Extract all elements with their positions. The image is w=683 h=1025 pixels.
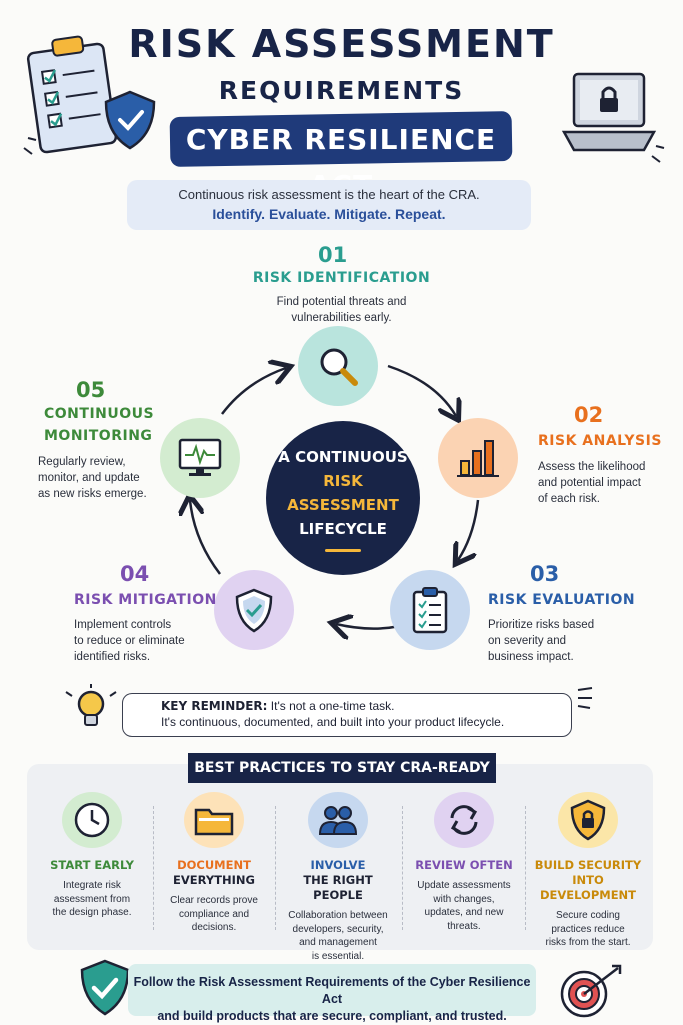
step-4-number: 04 — [120, 562, 150, 586]
monitor-heartbeat-icon — [178, 438, 222, 476]
step-1-desc-1: Find potential threats and — [276, 296, 407, 308]
step-5-desc-3: as new risks emerge. — [38, 488, 147, 500]
clock-icon — [62, 792, 122, 848]
page-subtitle: REQUIREMENTS — [218, 76, 465, 105]
step-2-desc-1: Assess the likelihood — [538, 461, 646, 473]
bp-1-desc-1: Integrate risk — [63, 880, 121, 891]
divider — [402, 806, 403, 930]
bp-3-desc-2: developers, security, — [292, 923, 384, 935]
bp-3-desc-4: is essential. — [311, 950, 365, 962]
footer-line-2: and build products that are secure, comp… — [157, 1009, 507, 1023]
shield-check-icon — [78, 958, 132, 1023]
step-2-number: 02 — [574, 403, 604, 427]
refresh-icon — [434, 792, 494, 848]
step-4-title: RISK MITIGATION — [74, 592, 217, 608]
step-5-desc-2: monitor, and update — [38, 472, 140, 484]
lightbulb-icon — [64, 682, 118, 741]
center-line-1: A CONTINUOUS — [278, 447, 408, 466]
target-icon — [556, 962, 628, 1025]
footer-line-1: Follow the Risk Assessment Requirements … — [133, 975, 531, 1006]
bp-2-desc-3: decisions. — [191, 922, 237, 933]
step-5-circle — [160, 418, 240, 498]
intro-box: Continuous risk assessment is the heart … — [127, 180, 531, 230]
bp-3-title-1: INVOLVE — [310, 858, 366, 872]
best-practice-review-often: REVIEW OFTEN Update assessments with cha… — [404, 792, 524, 933]
step-3-title: RISK EVALUATION — [488, 592, 636, 608]
step-4-desc-1: Implement controls — [74, 619, 172, 631]
step-4-desc-3: identified risks. — [74, 651, 151, 663]
people-icon — [308, 792, 368, 848]
bp-2-desc-2: compliance and — [178, 908, 250, 920]
bp-4-desc-1: Update assessments — [417, 880, 511, 891]
step-3-desc-1: Prioritize risks based — [488, 619, 595, 631]
best-practice-involve-people: INVOLVE THE RIGHT PEOPLE Collaboration b… — [278, 792, 398, 963]
intro-line-1: Continuous risk assessment is the heart … — [178, 187, 480, 202]
step-2-title: RISK ANALYSIS — [538, 433, 662, 449]
bp-4-desc-4: threats. — [447, 920, 481, 932]
bp-5-desc-3: risks from the start. — [545, 937, 631, 948]
best-practice-start-early: START EARLY Integrate risk assessment fr… — [32, 792, 152, 920]
bp-4-desc-3: updates, and new — [424, 907, 504, 918]
intro-line-2: Identify. Evaluate. Mitigate. Repeat. — [212, 206, 446, 222]
bp-3-desc-3: and management — [299, 937, 377, 948]
bp-1-desc-2: assessment from — [53, 893, 131, 905]
bar-chart-icon — [457, 440, 499, 477]
clipboard-checklist-icon — [412, 587, 448, 634]
bp-5-desc-2: practices reduce — [551, 923, 625, 935]
bp-4-title: REVIEW OFTEN — [415, 858, 513, 872]
step-5-title-line-1: CONTINUOUS — [44, 406, 155, 422]
step-2-desc-2: and potential impact — [538, 477, 641, 489]
divider — [525, 806, 526, 930]
magnifier-icon — [320, 348, 358, 386]
step-2-circle — [438, 418, 518, 498]
laptop-lock-icon — [556, 66, 666, 171]
bp-3-title-2: THE RIGHT PEOPLE — [303, 873, 373, 902]
sparkle-marks — [577, 687, 593, 709]
folder-icon — [184, 792, 244, 848]
best-practice-build-security: BUILD SECURITY INTO DEVELOPMENT Secure c… — [528, 792, 648, 950]
bp-5-desc-1: Secure coding — [556, 910, 620, 921]
center-underline — [325, 548, 361, 552]
bp-5-title-2: INTO DEVELOPMENT — [539, 873, 637, 902]
bp-2-desc-1: Clear records prove — [170, 895, 258, 906]
center-line-2: RISK ASSESSMENT — [287, 471, 399, 514]
step-3-circle — [390, 570, 470, 650]
step-2-desc-3: of each risk. — [538, 493, 600, 505]
step-5-title-line-2: MONITORING — [44, 428, 153, 444]
bp-5-title-1: BUILD SECURITY — [534, 858, 642, 872]
best-practice-document-everything: DOCUMENT EVERYTHING Clear records prove … — [154, 792, 274, 935]
step-4-desc-2: to reduce or eliminate — [74, 635, 185, 647]
shield-lock-icon — [558, 792, 618, 848]
bp-1-desc-3: the design phase. — [52, 907, 132, 918]
page-title: RISK ASSESSMENT — [128, 22, 555, 66]
key-reminder-text-1: It's not a one-time task. — [267, 699, 395, 713]
shield-check-icon — [235, 588, 273, 633]
clipboard-checklist-icon — [22, 30, 162, 165]
key-reminder-line-1: KEY REMINDER: It's not a one-time task. — [161, 699, 571, 713]
divider — [275, 806, 276, 930]
step-5-number: 05 — [76, 378, 106, 402]
step-1-desc-2: vulnerabilities early. — [291, 312, 392, 324]
best-practices-heading: BEST PRACTICES TO STAY CRA-READY — [188, 753, 496, 783]
bp-2-title-2: EVERYTHING — [173, 873, 255, 887]
step-1-title: RISK IDENTIFICATION — [252, 270, 431, 286]
center-line-3: LIFECYCLE — [299, 519, 387, 538]
step-3-number: 03 — [530, 562, 560, 586]
step-5-desc-1: Regularly review, — [38, 456, 126, 468]
bp-4-desc-2: with changes, — [433, 893, 495, 905]
step-3-desc-2: on severity and — [488, 635, 566, 647]
bp-2-title-1: DOCUMENT — [177, 858, 251, 872]
key-reminder-label: KEY REMINDER: — [161, 699, 268, 713]
step-1-circle — [298, 326, 378, 406]
bp-1-title: START EARLY — [50, 858, 134, 872]
footer-message: Follow the Risk Assessment Requirements … — [128, 964, 536, 1023]
step-1-number: 01 — [318, 243, 348, 267]
key-reminder-box: KEY REMINDER: It's not a one-time task. … — [122, 693, 572, 737]
step-3-desc-3: business impact. — [488, 651, 574, 663]
divider — [153, 806, 154, 930]
lifecycle-center: A CONTINUOUS RISK ASSESSMENT LIFECYCLE — [266, 421, 420, 575]
bp-3-desc-1: Collaboration between — [288, 910, 388, 921]
step-4-circle — [214, 570, 294, 650]
key-reminder-text-2: It's continuous, documented, and built i… — [161, 715, 505, 729]
